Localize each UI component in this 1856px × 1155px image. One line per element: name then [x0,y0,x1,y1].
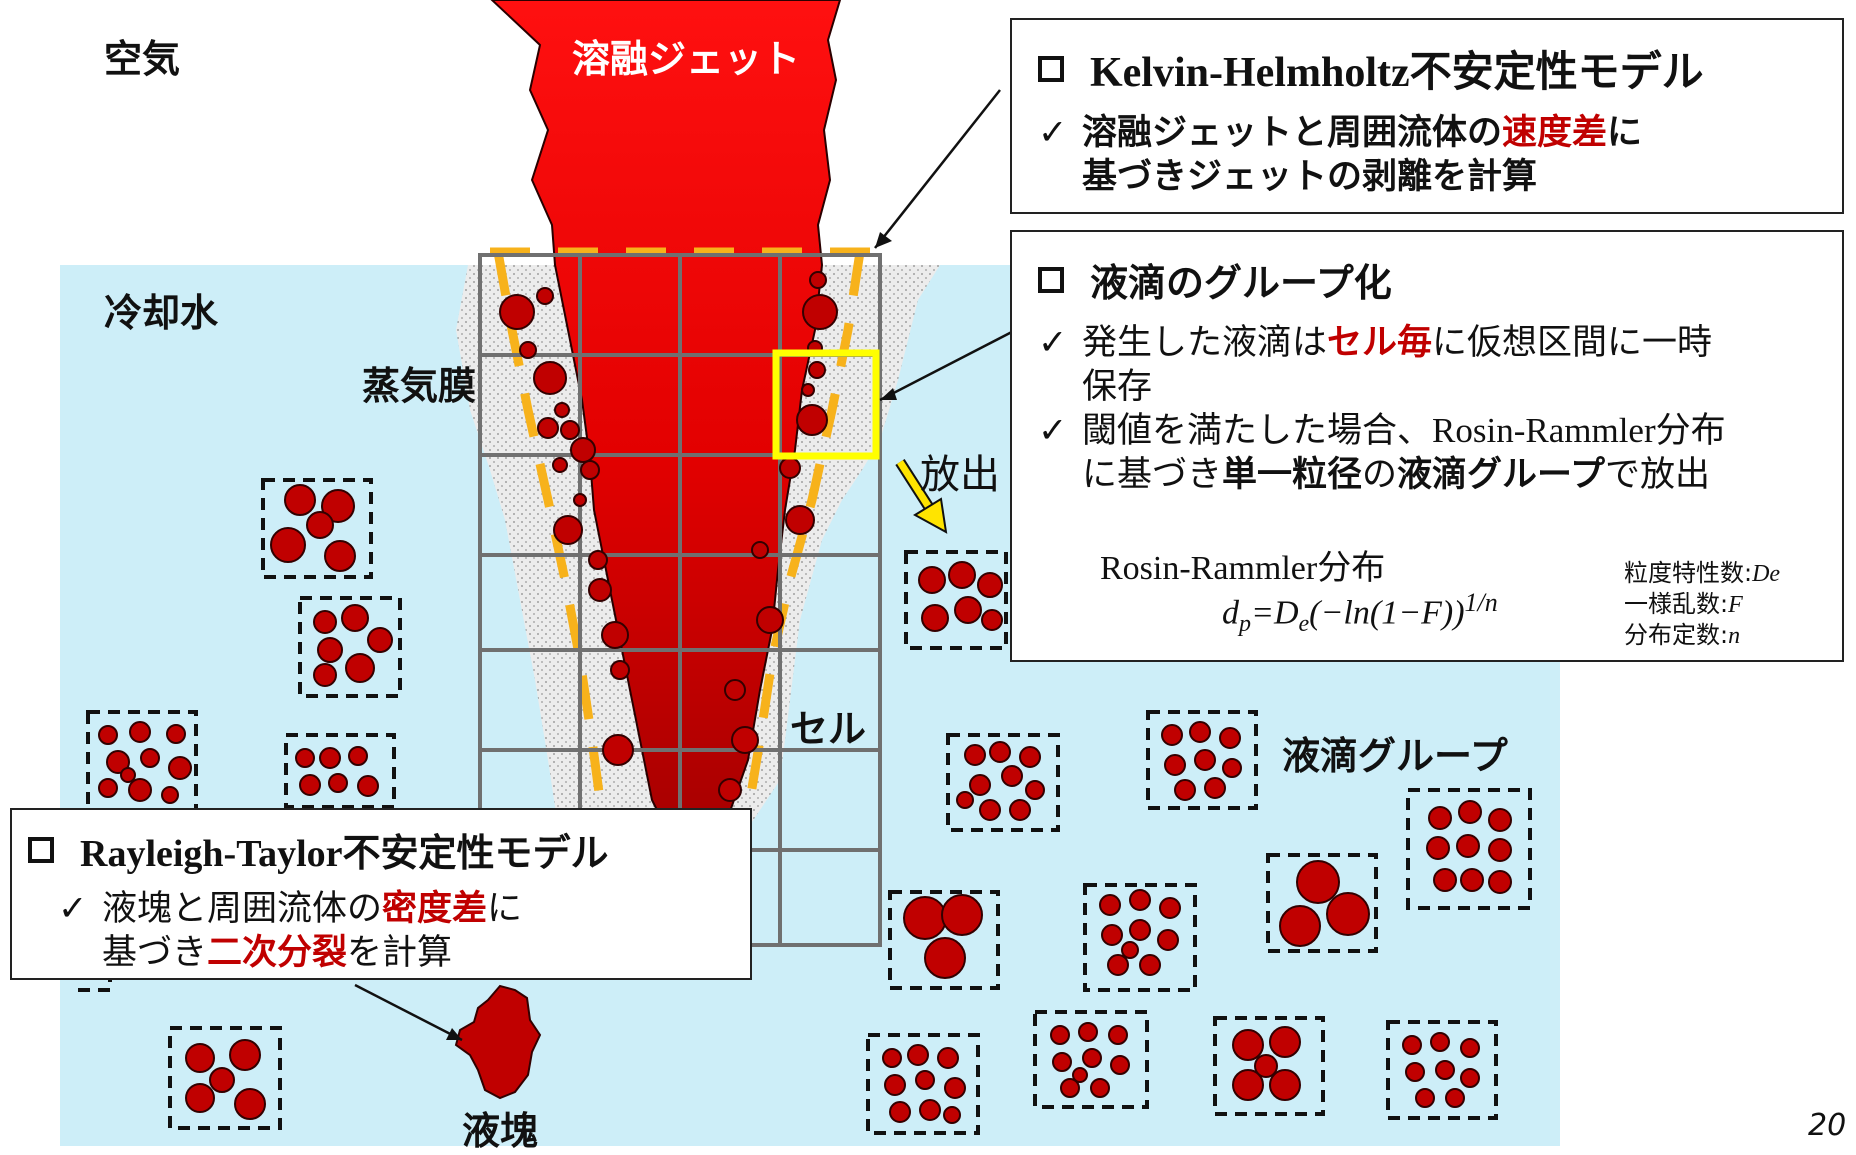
droplet-group [1406,788,1532,910]
square-bullet-icon [28,836,54,863]
square-bullet-icon [1038,55,1064,82]
kh-model-box: Kelvin-Helmholtz不安定性モデル ✓ 溶融ジェットと周囲流体の速度… [1010,18,1844,214]
droplet-group [1386,1020,1498,1120]
molten-jet-label: 溶融ジェット [572,37,801,81]
checkmark-icon: ✓ [1038,411,1068,451]
grouping-bullet-1: ✓ 発生した液滴はセル毎に仮想区間に一時保存 [1038,323,1713,407]
kh-model-title: Kelvin-Helmholtz不安定性モデル [1038,38,1842,99]
droplet-grouping-box: 液滴のグループ化 ✓ 発生した液滴はセル毎に仮想区間に一時保存 ✓ 閾値を満たし… [1010,230,1844,662]
square-bullet-icon [1038,266,1064,293]
checkmark-icon: ✓ [1038,323,1068,363]
rosin-rammler-label: Rosin-Rammler分布 [1100,548,1386,588]
air-label: 空気 [104,37,181,81]
droplet-group [946,733,1060,832]
droplet-group [284,733,396,809]
jet-surface-right-dashed [745,251,865,801]
grouping-bullet-2: ✓ 閾値を満たした場合、Rosin-Rammler分布に基づき単一粒径の液滴グル… [1038,411,1726,495]
formula-legend: 粒度特性数:De 一様乱数:F 分布定数:n [1624,559,1781,649]
release-label: 放出 [920,452,1000,498]
highlighted-cell [772,349,880,460]
release-arrow [895,459,948,534]
rosin-rammler-formula: dp=De(−ln(1−F))1/n [1222,588,1498,638]
jet-droplets [499,271,838,802]
droplet-group [904,550,1008,650]
droplet-group [1083,883,1197,992]
jet-surface-left-dashed [493,251,605,801]
droplet-group [1033,1010,1149,1109]
arrow-head-kh [875,232,892,248]
cell-label: セル [790,707,867,751]
droplet-group [168,1026,282,1130]
checkmark-icon: ✓ [1038,113,1068,153]
arrow-head-lump [446,1028,462,1040]
kh-bullet: ✓ 溶融ジェットと周囲流体の速度差に基づきジェットの剥離を計算 [1038,113,1643,197]
callout-lines [354,89,1036,1042]
rt-model-box: Rayleigh-Taylor不安定性モデル ✓ 液塊と周囲流体の密度差に基づき… [10,808,752,980]
droplet-group [1146,710,1258,810]
droplet-group [298,596,402,698]
melt-lump [454,984,542,1100]
checkmark-icon: ✓ [58,889,88,929]
vapor-film-label: 蒸気膜 [362,364,477,408]
cooling-water-label: 冷却水 [104,291,219,335]
melt-lump-label: 液塊 [462,1109,539,1153]
droplet-group [888,890,1000,990]
arrow-head-cell [880,388,897,400]
droplet-groups [78,478,1532,1135]
page-number: 20 [1808,1108,1847,1143]
droplet-group-label: 液滴グループ [1282,734,1508,778]
rt-model-title: Rayleigh-Taylor不安定性モデル [28,822,750,877]
droplet-group [866,1033,980,1135]
droplet-group [1213,1016,1325,1116]
droplet-group [1266,853,1378,953]
rt-bullet: ✓ 液塊と周囲流体の密度差に基づき二次分裂を計算 [58,889,523,973]
droplet-group [261,478,373,579]
grouping-title: 液滴のグループ化 [1038,252,1842,307]
